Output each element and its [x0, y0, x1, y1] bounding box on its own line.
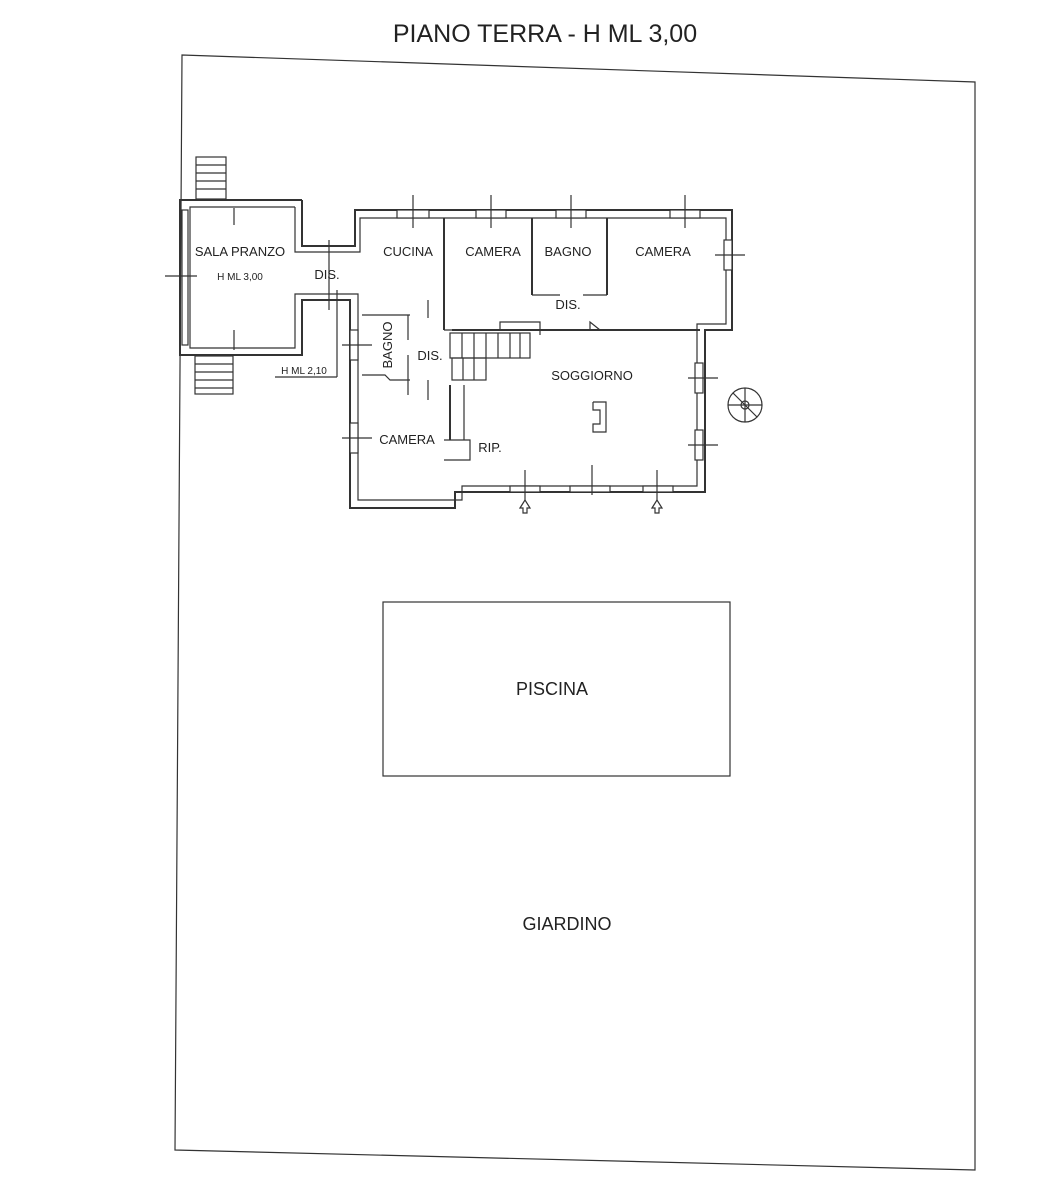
room-label-sala-pranzo: SALA PRANZO — [195, 244, 285, 259]
staircase-icon — [449, 332, 531, 381]
property-boundary — [174, 54, 976, 1171]
window-marks — [165, 195, 745, 514]
passage-height-label: H ML 2,10 — [281, 366, 327, 377]
exterior-stairs-icon — [194, 156, 234, 395]
garden-label: GIARDINO — [522, 914, 611, 934]
room-label-dis: DIS. — [417, 348, 442, 363]
room-label-rip: RIP. — [478, 440, 502, 455]
room-height-sala-pranzo: H ML 3,00 — [217, 272, 263, 283]
room-label-bagno: BAGNO — [380, 322, 395, 369]
room-label-camera: CAMERA — [379, 432, 435, 447]
pool — [382, 601, 731, 777]
sala-pranzo-walls — [179, 199, 733, 509]
pool-label: PISCINA — [516, 679, 588, 699]
room-label-soggiorno: SOGGIORNO — [551, 368, 633, 383]
interior-walls — [362, 218, 700, 461]
spiral-staircase-icon — [727, 387, 763, 423]
room-label-bagno: BAGNO — [545, 244, 592, 259]
room-label-camera: CAMERA — [465, 244, 521, 259]
room-label-cucina: CUCINA — [383, 244, 433, 259]
room-label-camera: CAMERA — [635, 244, 691, 259]
room-label-dis: DIS. — [314, 267, 339, 282]
room-label-dis: DIS. — [555, 297, 580, 312]
plan-title: PIANO TERRA - H ML 3,00 — [393, 20, 697, 48]
